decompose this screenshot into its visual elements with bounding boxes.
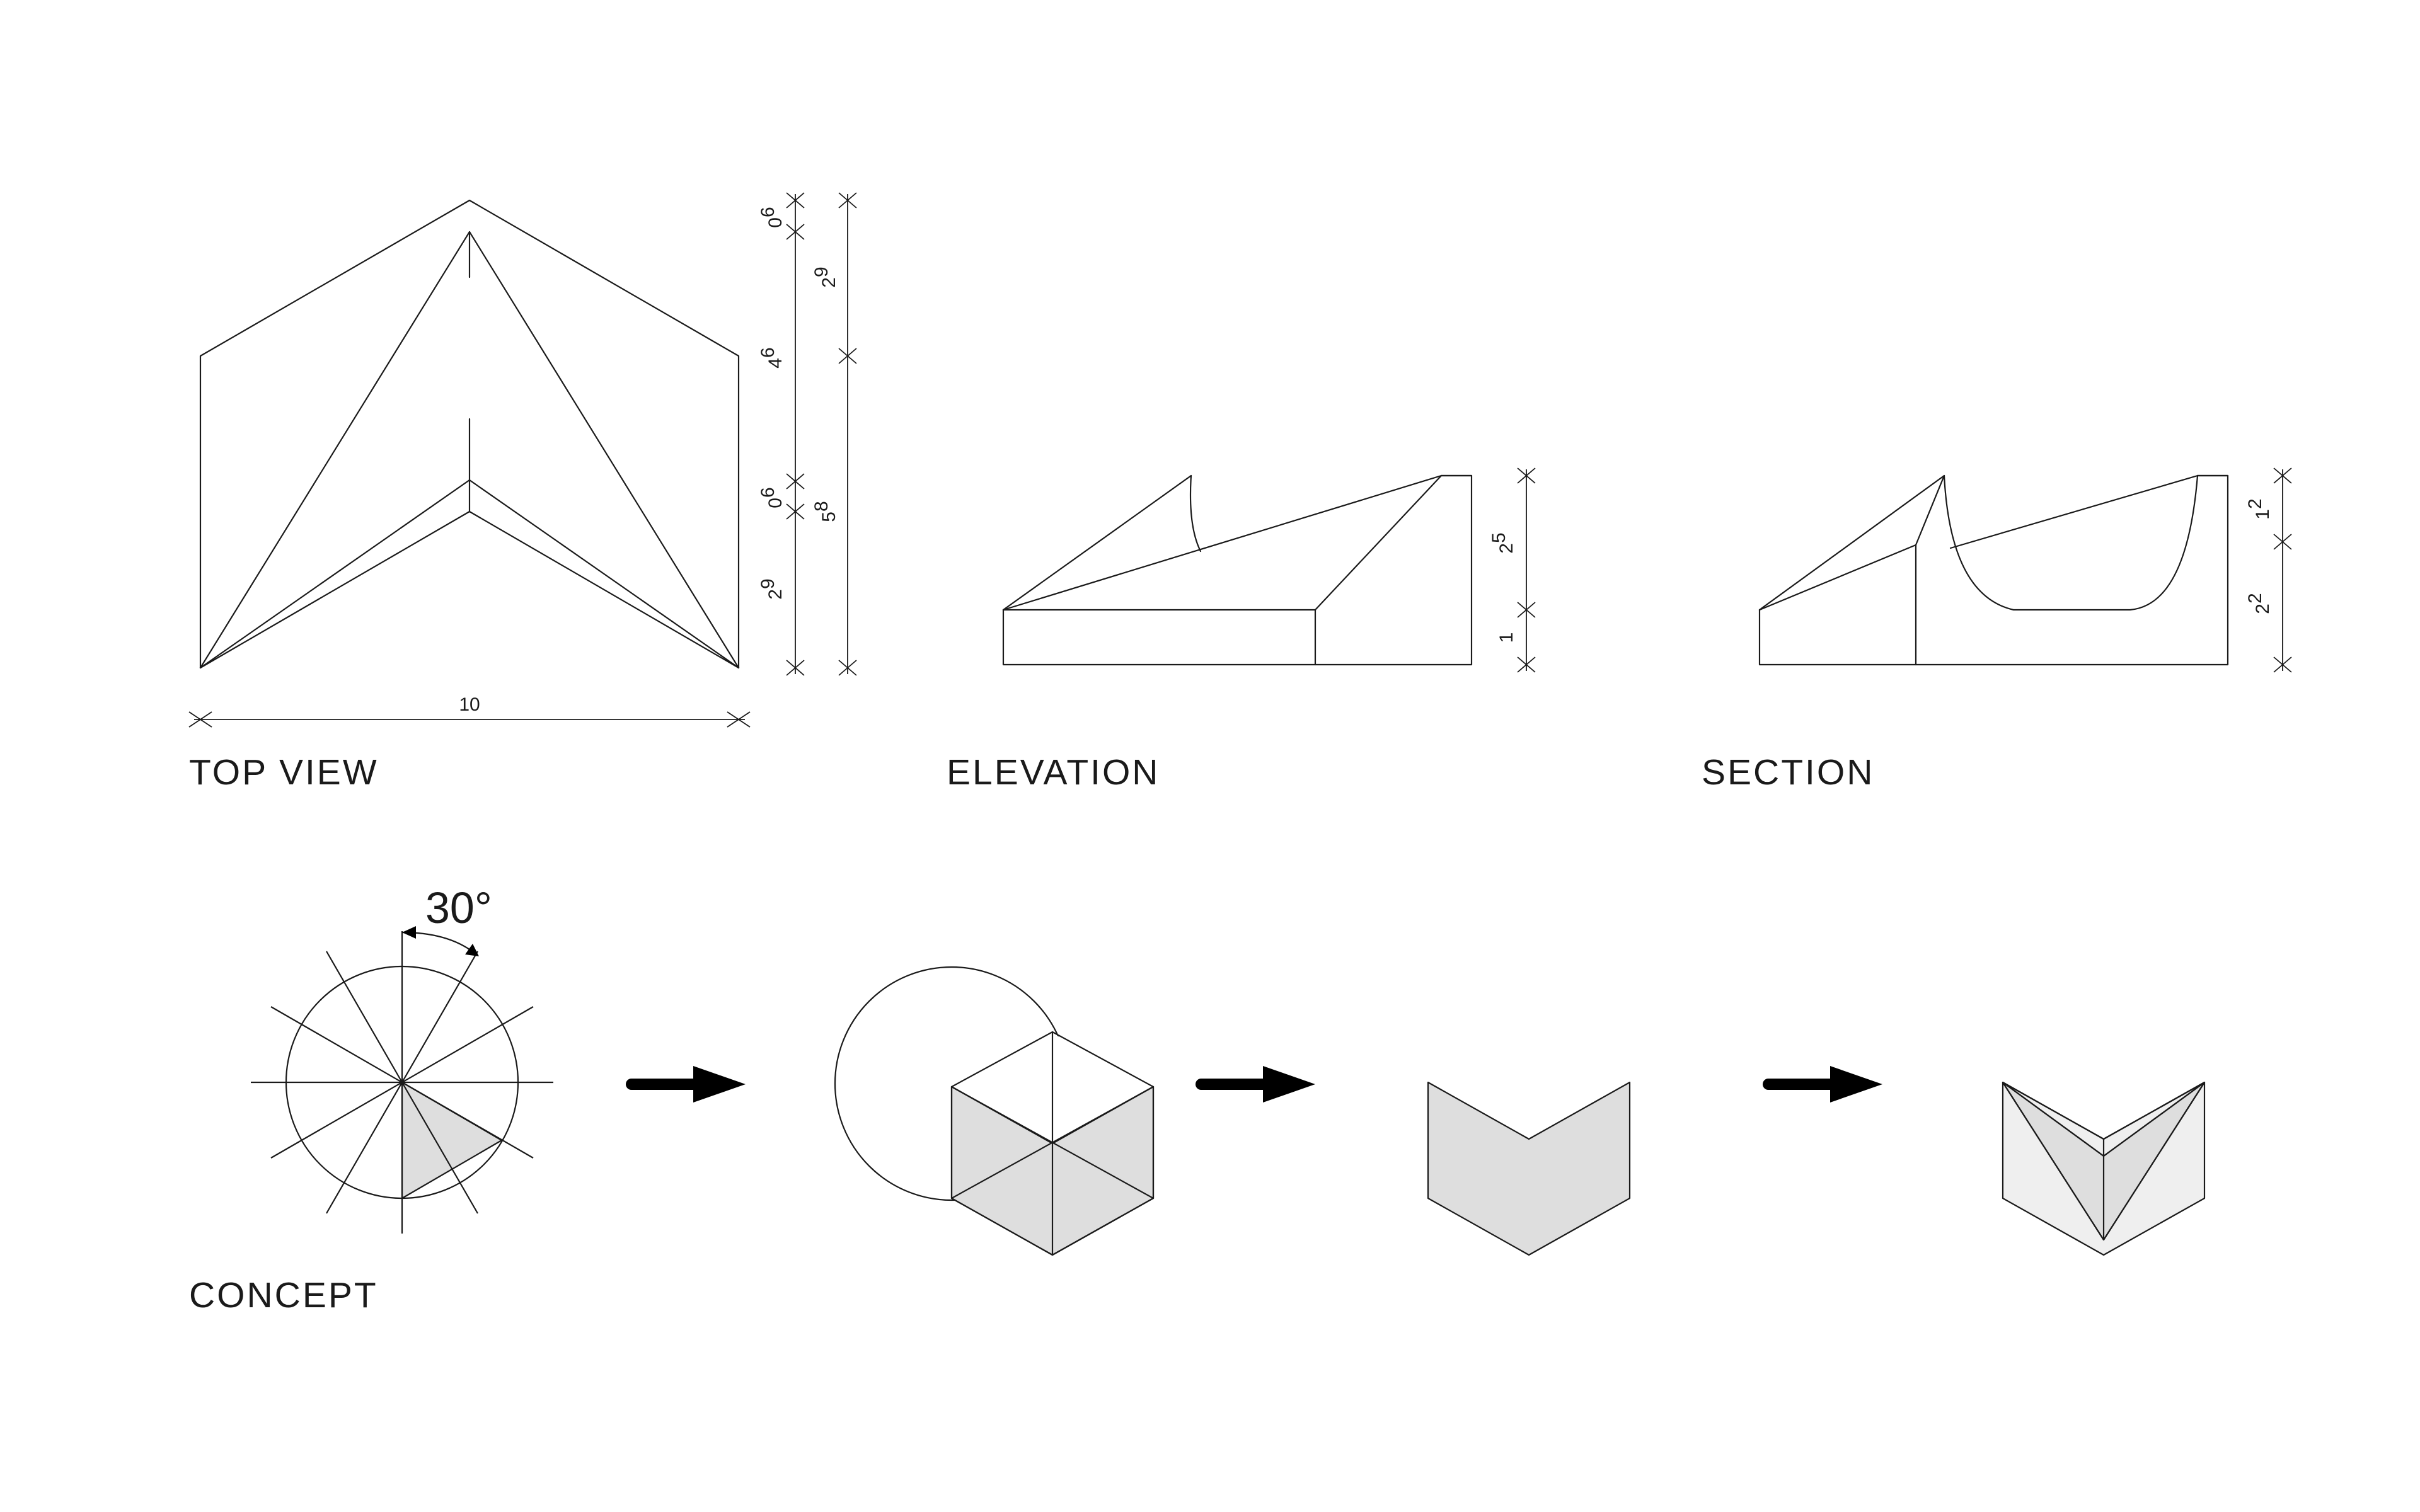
concept-arrow-3 xyxy=(1763,1066,1882,1102)
concept-step-1-radial-circle: 30° xyxy=(251,883,553,1234)
concept-label: CONCEPT xyxy=(189,1275,378,1315)
concept-angle-indicator: 30° xyxy=(401,883,492,956)
section-dimension-chain xyxy=(2273,467,2292,673)
concept-arrow-2 xyxy=(1196,1066,1315,1102)
elevation-dim-upper: 25 xyxy=(1489,532,1517,553)
concept-chevron-shape xyxy=(1427,1081,1631,1256)
top-view-dim-outer-bottom: 58 xyxy=(811,501,839,522)
elevation-outline xyxy=(1002,474,1473,666)
concept-step-3-chevron xyxy=(1427,1081,1631,1256)
top-view-outer-dimension-chain xyxy=(838,192,857,676)
section-dim-upper: 12 xyxy=(2245,498,2273,519)
top-view-drawing: 10 06 46 06 29 xyxy=(188,192,857,793)
section-roof xyxy=(1949,474,2199,549)
section-left-upper-slope xyxy=(1758,474,1945,611)
top-view-inner-fold-lower xyxy=(199,510,740,669)
top-view-label: TOP VIEW xyxy=(189,752,379,793)
concept-radial-lines xyxy=(251,931,553,1234)
top-view-width-value: 10 xyxy=(459,694,480,715)
elevation-drawing: 25 1 ELEVATION xyxy=(947,467,1536,793)
section-notch xyxy=(1915,474,1945,546)
section-label: SECTION xyxy=(1702,752,1874,793)
section-outline xyxy=(1758,474,2229,666)
top-view-inner-dimension-chain xyxy=(786,192,805,676)
elevation-roof-slope xyxy=(1002,474,1443,611)
elevation-left-slope xyxy=(1002,474,1192,611)
section-dim-lower: 22 xyxy=(2245,593,2273,614)
concept-arrow-1 xyxy=(626,1066,746,1102)
elevation-label: ELEVATION xyxy=(947,752,1160,793)
top-view-dim-outer-top: 29 xyxy=(811,266,839,287)
concept-step-2-hexagon xyxy=(834,966,1155,1256)
top-view-dim-inner-lower: 29 xyxy=(758,578,786,599)
top-view-outline xyxy=(199,199,740,669)
tick-marks xyxy=(838,192,857,676)
section-drawing: 12 22 SECTION xyxy=(1702,467,2292,793)
section-left-lower-slope xyxy=(1758,544,1917,611)
top-view-dim-inner-mid: 06 xyxy=(758,487,786,508)
top-view-dim-inner-top: 06 xyxy=(758,207,786,227)
section-bowl xyxy=(1943,474,2199,611)
top-view-width-dimension: 10 xyxy=(188,694,751,728)
top-view-dim-inner-upper: 46 xyxy=(758,347,786,368)
tick-marks xyxy=(786,192,805,676)
concept-angle-text: 30° xyxy=(425,883,492,932)
concept-highlight-wedge xyxy=(401,1081,503,1200)
elevation-curve xyxy=(1189,474,1202,553)
elevation-dim-lower: 1 xyxy=(1496,633,1517,643)
concept-step-4-folded-form xyxy=(2002,1081,2206,1256)
elevation-dimension-chain xyxy=(1517,467,1536,673)
